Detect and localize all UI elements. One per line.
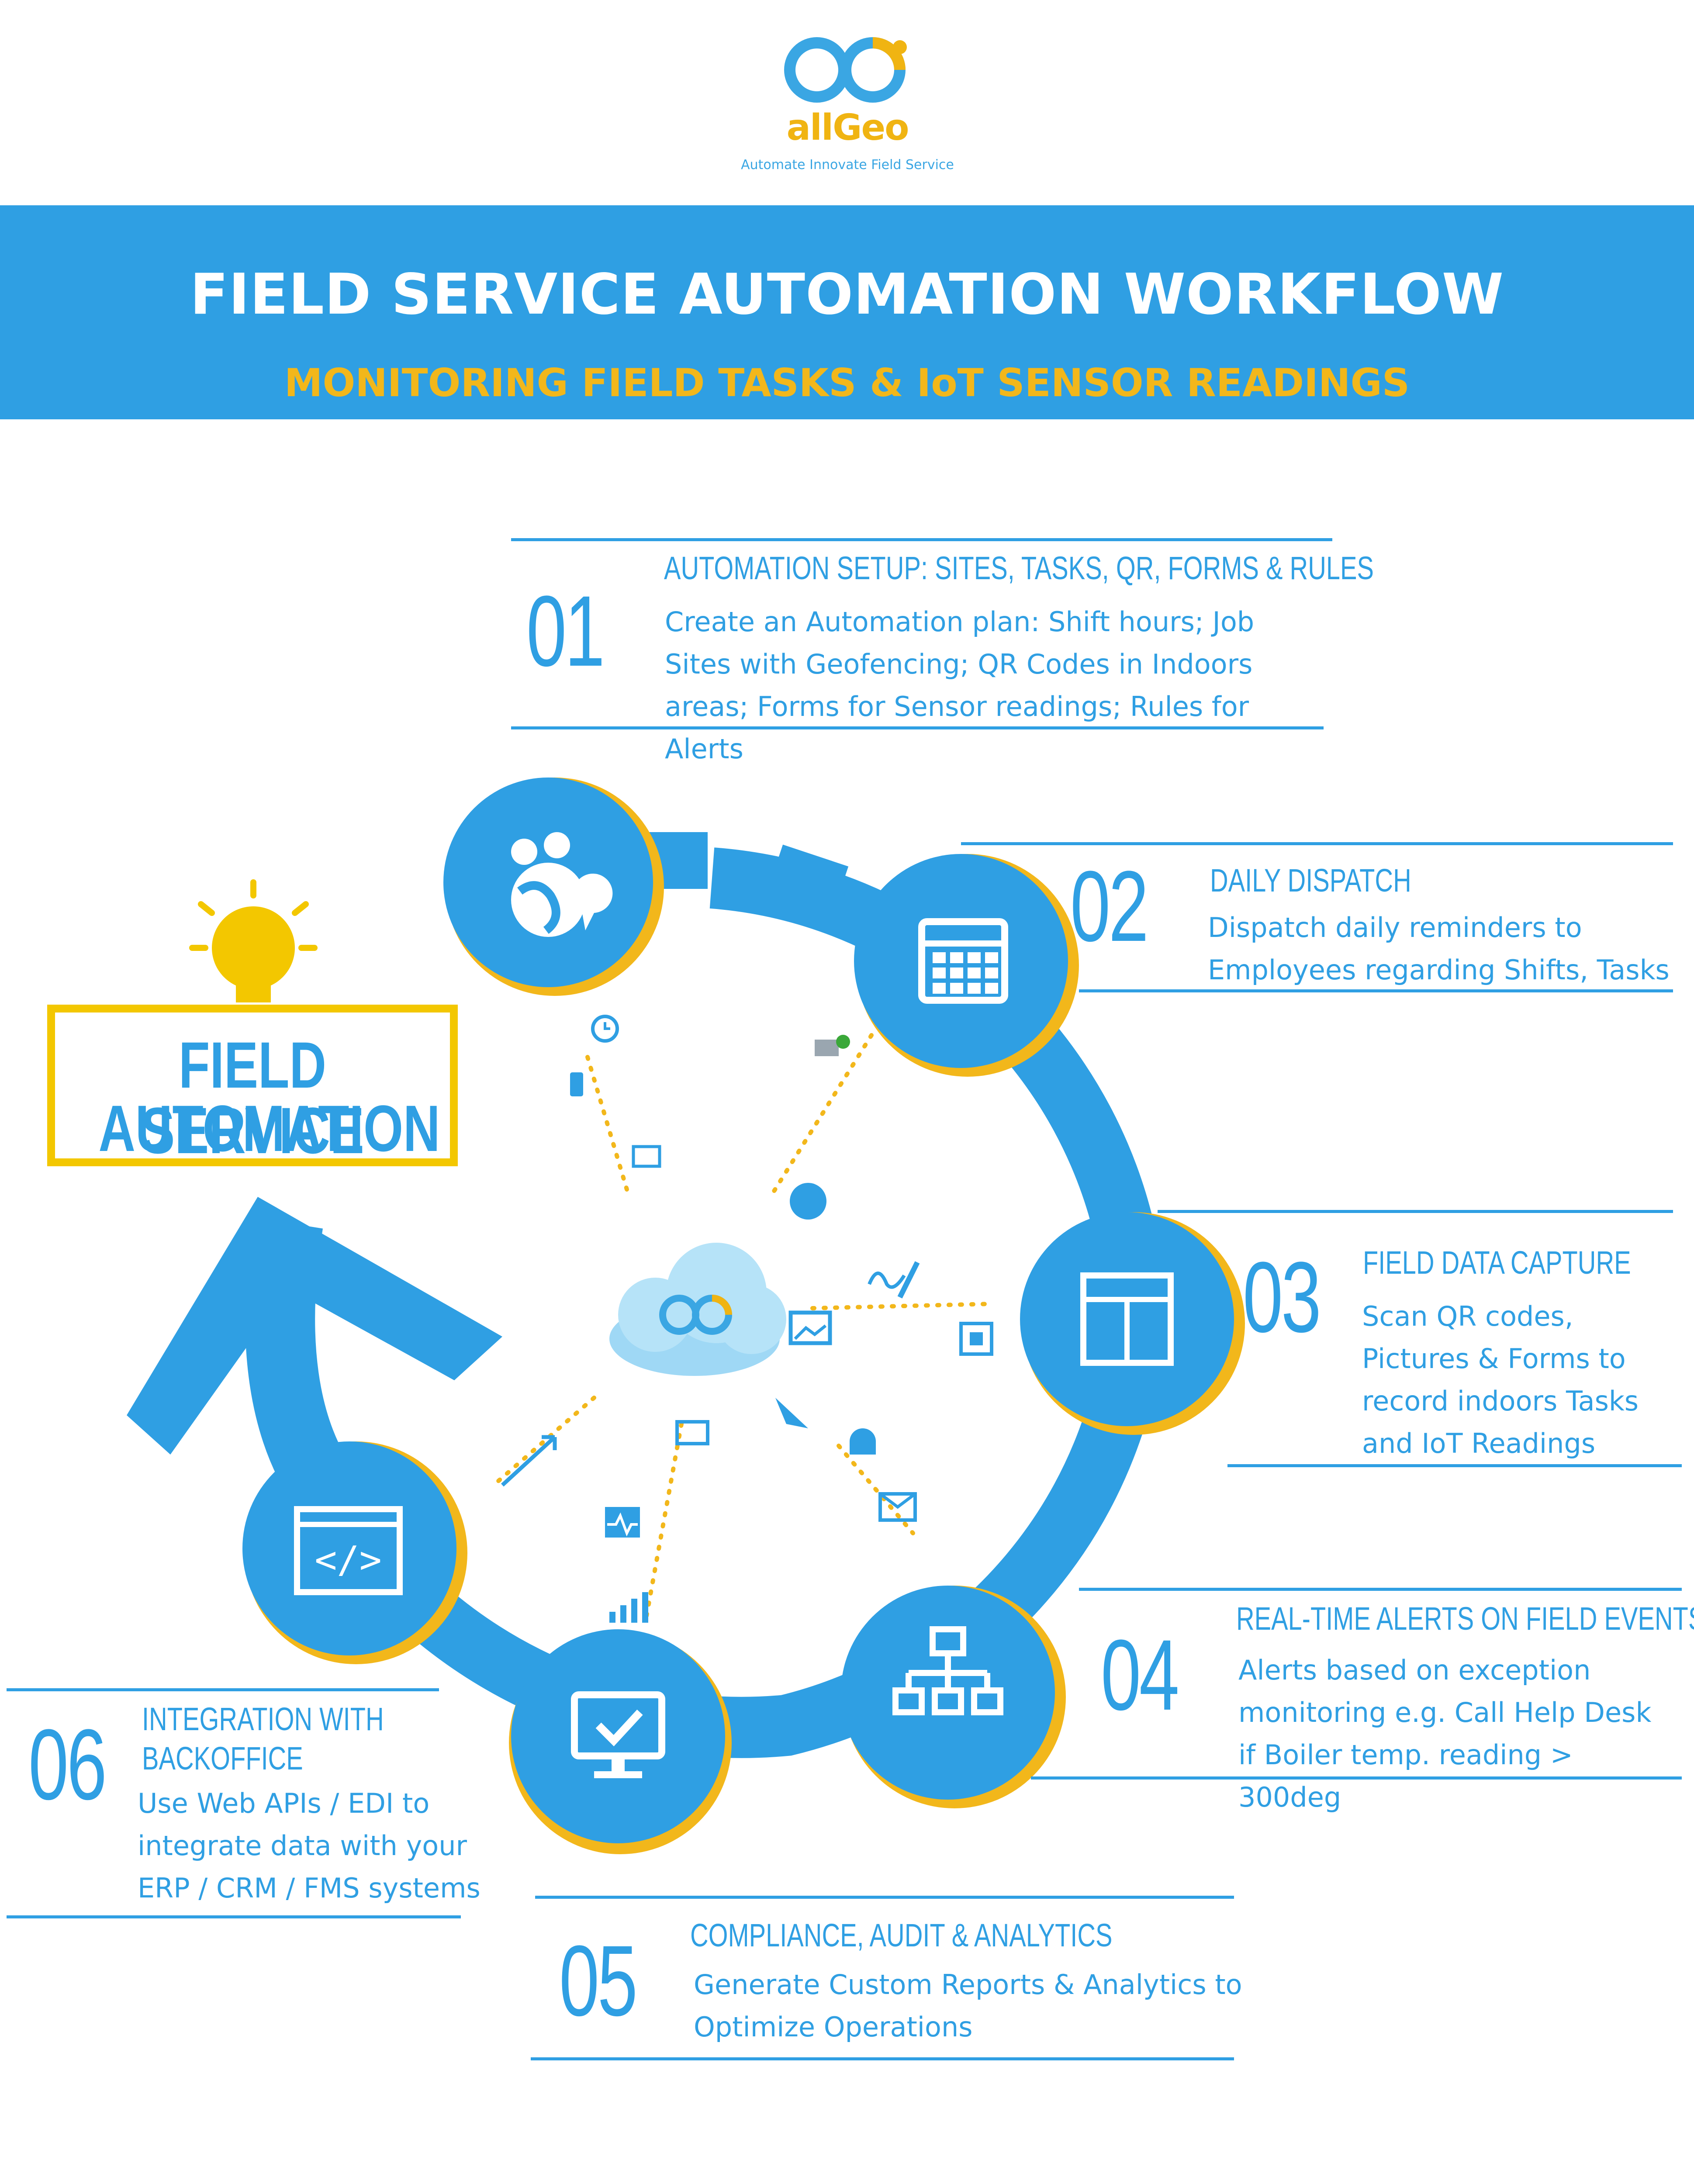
- step-5-description: Generate Custom Reports & Analytics to O…: [694, 1969, 1242, 2043]
- step-2-circle: [854, 854, 1079, 1077]
- small-monitor-icon: [632, 1145, 661, 1168]
- step-4-top-rule: [1079, 1588, 1682, 1591]
- cloud-hub-icon: [609, 1243, 786, 1376]
- step-5-title: COMPLIANCE, AUDIT & ANALYTICS: [690, 1917, 1113, 1953]
- step-4-title: REAL-TIME ALERTS ON FIELD EVENTS: [1236, 1600, 1694, 1637]
- step-6-bottom-rule: [7, 1915, 461, 1918]
- step-6-title-line2: BACKOFFICE: [142, 1740, 303, 1776]
- dotted-connectors: [491, 1033, 994, 1618]
- reply-bubble-icon: [790, 1183, 826, 1220]
- trend-arrows-icon: [501, 1435, 557, 1487]
- logo-tagline: Automate Innovate Field Service: [741, 157, 954, 173]
- step-5-circle: [509, 1629, 732, 1854]
- clock-icon: [591, 1015, 619, 1043]
- step-2-number: 02: [1070, 850, 1149, 962]
- step-3-bottom-rule: [1227, 1464, 1682, 1467]
- step-1-bottom-rule: [511, 726, 1324, 729]
- hub-label-line2: AUTOMATION: [98, 1092, 440, 1165]
- step-6-top-rule: [7, 1688, 439, 1691]
- step-4-bottom-rule: [1031, 1776, 1682, 1780]
- logo-wordmark: allGeo: [786, 107, 909, 149]
- alarm-light-icon: [850, 1428, 876, 1455]
- step-1-circle: [443, 778, 664, 996]
- step-1-number: 01: [526, 575, 605, 687]
- envelope-icon: [878, 1492, 917, 1522]
- allgeo-logo: allGeo Automate Innovate Field Service: [716, 26, 978, 183]
- page-title: FIELD SERVICE AUTOMATION WORKFLOW: [190, 262, 1504, 327]
- step-1-description: Create an Automation plan: Shift hours; …: [665, 606, 1255, 765]
- svg-text:</>: </>: [315, 1538, 382, 1582]
- step-3-description: Scan QR codes, Pictures & Forms to recor…: [1362, 1300, 1639, 1459]
- step-2-description: Dispatch daily reminders to Employees re…: [1208, 912, 1670, 986]
- battery-icon: [570, 1072, 583, 1096]
- mail-notification-icon: [815, 1035, 850, 1056]
- step-5-number: 05: [559, 1925, 638, 2037]
- field-service-automation-box: FIELD SERVICE AUTOMATION: [47, 1005, 458, 1166]
- step-6-description: Use Web APIs / EDI to integrate data wit…: [138, 1787, 481, 1904]
- step-4-number: 04: [1101, 1619, 1179, 1731]
- step-5-bottom-rule: [531, 2057, 1234, 2060]
- step-4-description: Alerts based on exception monitoring e.g…: [1238, 1654, 1652, 1813]
- step-5-top-rule: [535, 1896, 1234, 1899]
- image-icon: [788, 1310, 832, 1345]
- header-banner: FIELD SERVICE AUTOMATION WORKFLOW MONITO…: [0, 205, 1694, 419]
- hub-label-line1: FIELD SERVICE: [141, 1028, 364, 1167]
- desktop-check-icon: [675, 1420, 709, 1445]
- heartbeat-icon: [605, 1507, 640, 1538]
- lightbulb-icon: [189, 879, 318, 1013]
- step-1-top-rule: [511, 538, 1332, 541]
- step-3-top-rule: [1158, 1210, 1673, 1213]
- bar-chart-icon: [609, 1592, 648, 1623]
- step-6-circle: </>: [242, 1441, 467, 1664]
- step-3-title: FIELD DATA CAPTURE: [1363, 1244, 1631, 1281]
- step-4-circle: [841, 1586, 1066, 1808]
- step-2-title: DAILY DISPATCH: [1210, 862, 1411, 898]
- step-6-number: 06: [28, 1708, 107, 1821]
- step-2-top-rule: [961, 842, 1673, 845]
- paper-plane-icon: [775, 1398, 808, 1428]
- page-subtitle: MONITORING FIELD TASKS & IoT SENSOR READ…: [284, 360, 1410, 405]
- qr-code-icon: [959, 1322, 993, 1356]
- step-6-title-line1: INTEGRATION WITH: [142, 1701, 384, 1737]
- step-2-bottom-rule: [1079, 989, 1673, 992]
- step-3-circle: [1020, 1212, 1245, 1435]
- allgeo-logo-mark: [784, 37, 907, 103]
- step-3-number: 03: [1243, 1241, 1321, 1353]
- signature-pen-icon: [868, 1261, 920, 1299]
- step-1-title: AUTOMATION SETUP: SITES, TASKS, QR, FORM…: [664, 550, 1374, 586]
